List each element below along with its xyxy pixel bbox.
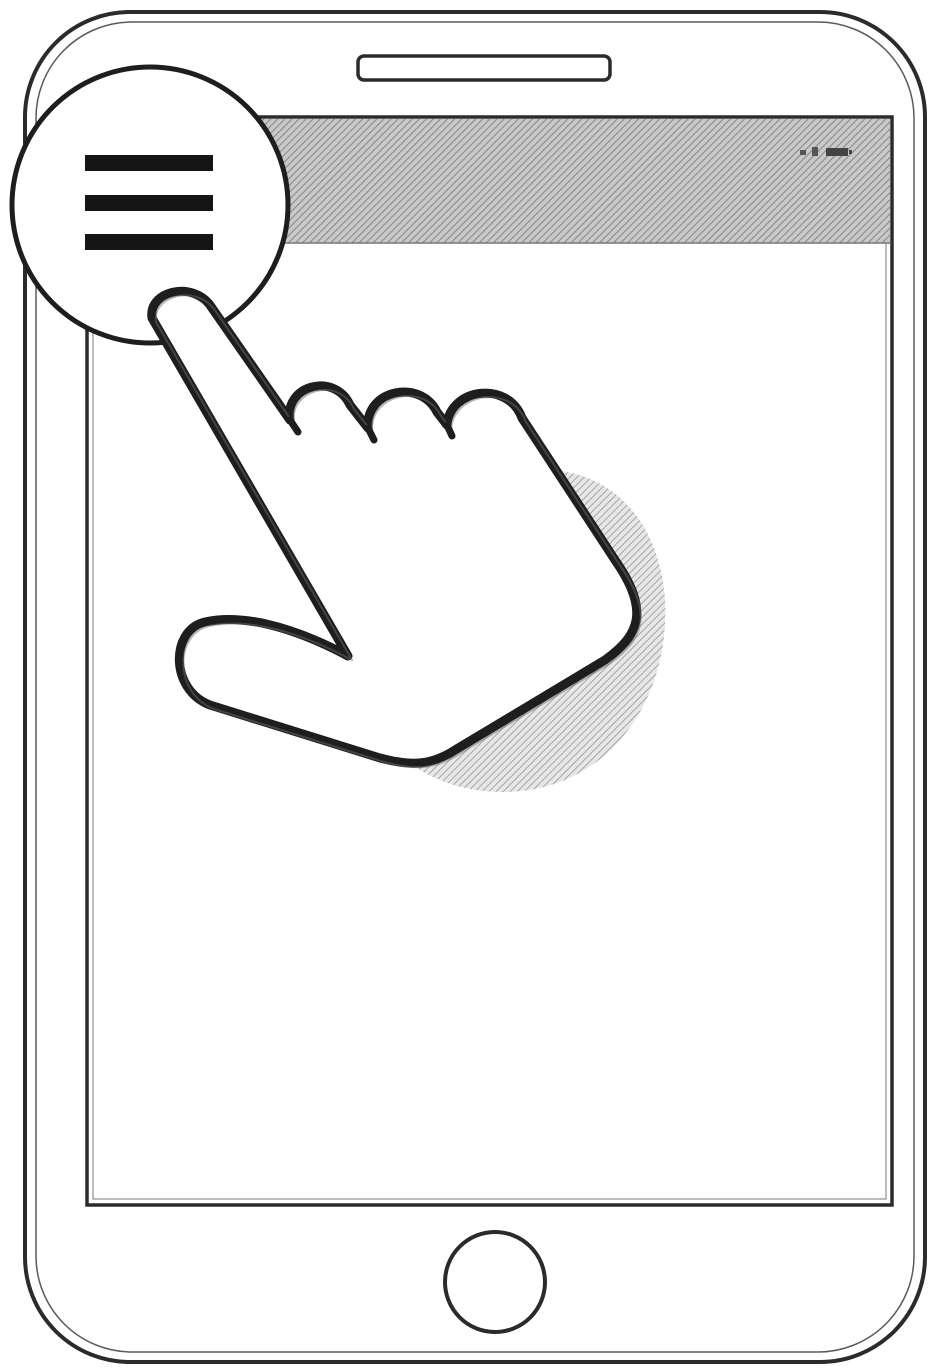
home-button[interactable]: [445, 1232, 545, 1332]
wifi-icon: [812, 147, 818, 156]
signal-icon: [800, 150, 806, 155]
speaker-slot: [358, 56, 610, 80]
hamburger-menu-icon[interactable]: [85, 155, 213, 250]
battery-icon: [826, 148, 848, 156]
